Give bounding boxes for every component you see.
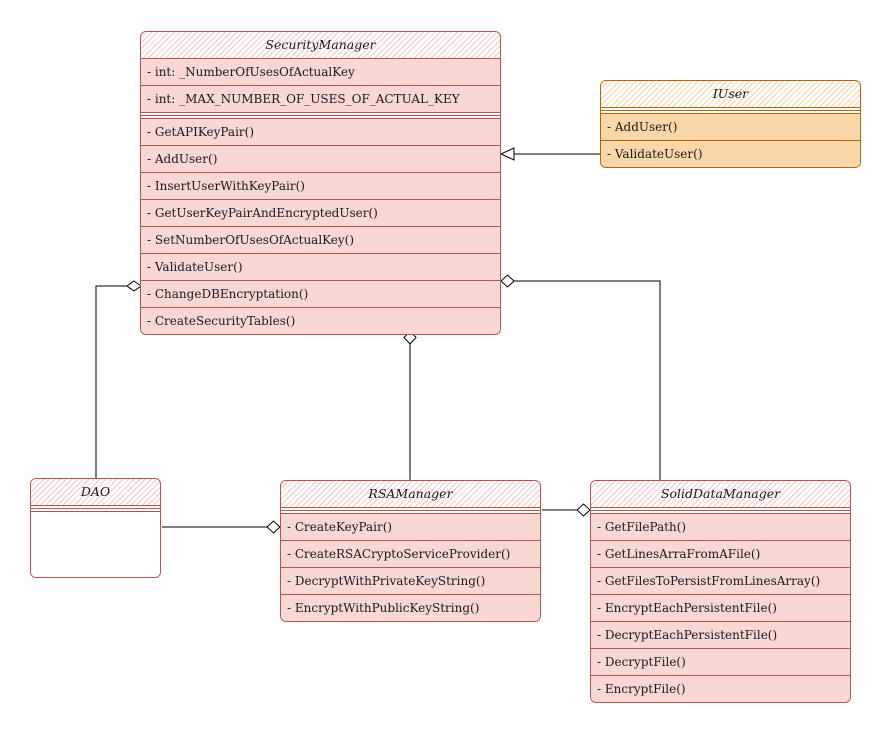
edge-arrowhead-inheritance (499, 147, 515, 161)
method-row: - ChangeDBEncryptation() (141, 281, 500, 308)
method-row: - DecryptFile() (591, 649, 850, 676)
edge-diamond-solid-data-manager (500, 274, 515, 288)
edge-dao-to-security-manager (95, 285, 128, 478)
method-row: - CreateSecurityTables() (141, 308, 500, 334)
method-row: - CreateRSACryptoServiceProvider() (281, 541, 540, 568)
class-empty-body (31, 512, 160, 577)
attribute-method-separator (31, 506, 160, 512)
class-name: RSAManager (281, 481, 540, 508)
method-row: - DecryptEachPersistentFile() (591, 622, 850, 649)
edge-diamond-dao-rsa (266, 520, 281, 534)
edge-diamond-dao (126, 280, 142, 292)
method-row: - EncryptEachPersistentFile() (591, 595, 850, 622)
interface-iuser[interactable]: IUser - AddUser() - ValidateUser() (600, 80, 861, 168)
attribute-row: - int: _NumberOfUsesOfActualKey (141, 59, 500, 86)
attribute-method-separator (601, 108, 860, 114)
attribute-method-separator (281, 508, 540, 514)
edge-solid-data-manager-to-security-manager (514, 280, 661, 480)
method-row: - AddUser() (141, 146, 500, 173)
method-row: - EncryptWithPublicKeyString() (281, 595, 540, 621)
method-row: - InsertUserWithKeyPair() (141, 173, 500, 200)
class-rsa-manager[interactable]: RSAManager - CreateKeyPair() - CreateRSA… (280, 480, 541, 622)
method-row: - GetLinesArraFromAFile() (591, 541, 850, 568)
method-row: - GetFilePath() (591, 514, 850, 541)
method-row: - GetUserKeyPairAndEncryptedUser() (141, 200, 500, 227)
method-row: - ValidateUser() (141, 254, 500, 281)
method-row: - GetFilesToPersistFromLinesArray() (591, 568, 850, 595)
method-row: - SetNumberOfUsesOfActualKey() (141, 227, 500, 254)
method-row: - AddUser() (601, 114, 860, 141)
method-row: - ValidateUser() (601, 141, 860, 167)
attribute-method-separator (141, 113, 500, 119)
class-solid-data-manager[interactable]: SolidDataManager - GetFilePath() - GetLi… (590, 480, 851, 703)
method-row: - CreateKeyPair() (281, 514, 540, 541)
attribute-row: - int: _MAX_NUMBER_OF_USES_OF_ACTUAL_KEY (141, 86, 500, 113)
class-name: SolidDataManager (591, 481, 850, 508)
class-name: SecurityManager (141, 32, 500, 59)
class-name: DAO (31, 479, 160, 506)
class-dao[interactable]: DAO (30, 478, 161, 578)
method-row: - EncryptFile() (591, 676, 850, 702)
method-row: - DecryptWithPrivateKeyString() (281, 568, 540, 595)
edge-diamond-rsa-solid (576, 503, 591, 517)
attribute-method-separator (591, 508, 850, 514)
method-row: - GetAPIKeyPair() (141, 119, 500, 146)
class-security-manager[interactable]: SecurityManager - int: _NumberOfUsesOfAc… (140, 31, 501, 335)
class-name: IUser (601, 81, 860, 108)
